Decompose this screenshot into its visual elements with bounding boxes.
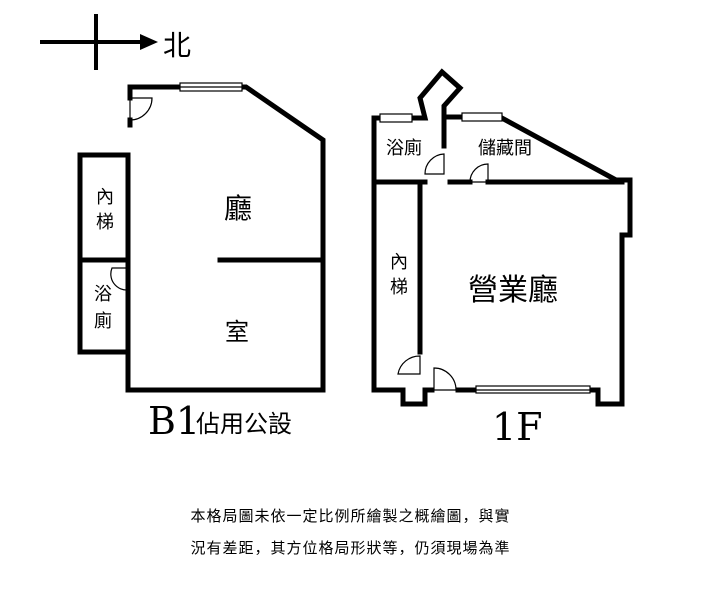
b1-bath-label-2: 廁 xyxy=(94,310,112,332)
b1-stairs-label-2: 梯 xyxy=(96,212,114,233)
b1-outer-wall xyxy=(77,84,326,393)
f1-stairs-label-2: 梯 xyxy=(390,277,408,298)
b1-room-label: 室 xyxy=(225,318,249,346)
f1-bath-label: 浴廁 xyxy=(386,137,422,159)
b1-hall-label: 廳 xyxy=(224,192,252,225)
f1-storage-door-icon xyxy=(469,163,489,183)
north-compass: 北 xyxy=(40,14,191,70)
f1-storage-label: 儲藏間 xyxy=(478,138,532,159)
b1-stairs-label-1: 內 xyxy=(96,187,114,208)
b1-entry-door-icon xyxy=(129,97,153,121)
disclaimer-line-2: 況有差距，其方位格局形狀等，仍須現場為準 xyxy=(190,539,511,557)
disclaimer-line-1: 本格局圖未依一定比例所繪製之概繪圖，與實 xyxy=(190,507,511,525)
compass-arrow-head-icon xyxy=(140,34,158,50)
f1-bath-window xyxy=(379,113,413,123)
f1-stairs-label-1: 內 xyxy=(390,252,408,273)
f1-entry-door-icon-a xyxy=(397,355,421,375)
f1-outer-wall-top xyxy=(371,68,633,407)
b1-subtitle: 佔用公設 xyxy=(196,410,292,438)
f1-outer-wall xyxy=(371,115,435,407)
f1-storage-window xyxy=(461,112,503,122)
compass-north-label: 北 xyxy=(163,29,191,62)
f1-floor-plan: 浴廁 儲藏間 內 梯 營業廳 1F xyxy=(371,68,633,449)
f1-bath-door-icon xyxy=(424,153,445,175)
b1-bath-door-icon xyxy=(110,267,129,291)
b1-bath-label-1: 浴 xyxy=(94,284,112,305)
f1-title: 1F xyxy=(492,405,543,449)
f1-entry-door-icon-b xyxy=(433,367,457,391)
b1-title: B1 xyxy=(148,399,200,443)
b1-floor-plan: 內 梯 浴 廁 廳 室 B1 佔用公設 xyxy=(77,82,326,443)
f1-business-hall-label: 營業廳 xyxy=(468,273,558,308)
